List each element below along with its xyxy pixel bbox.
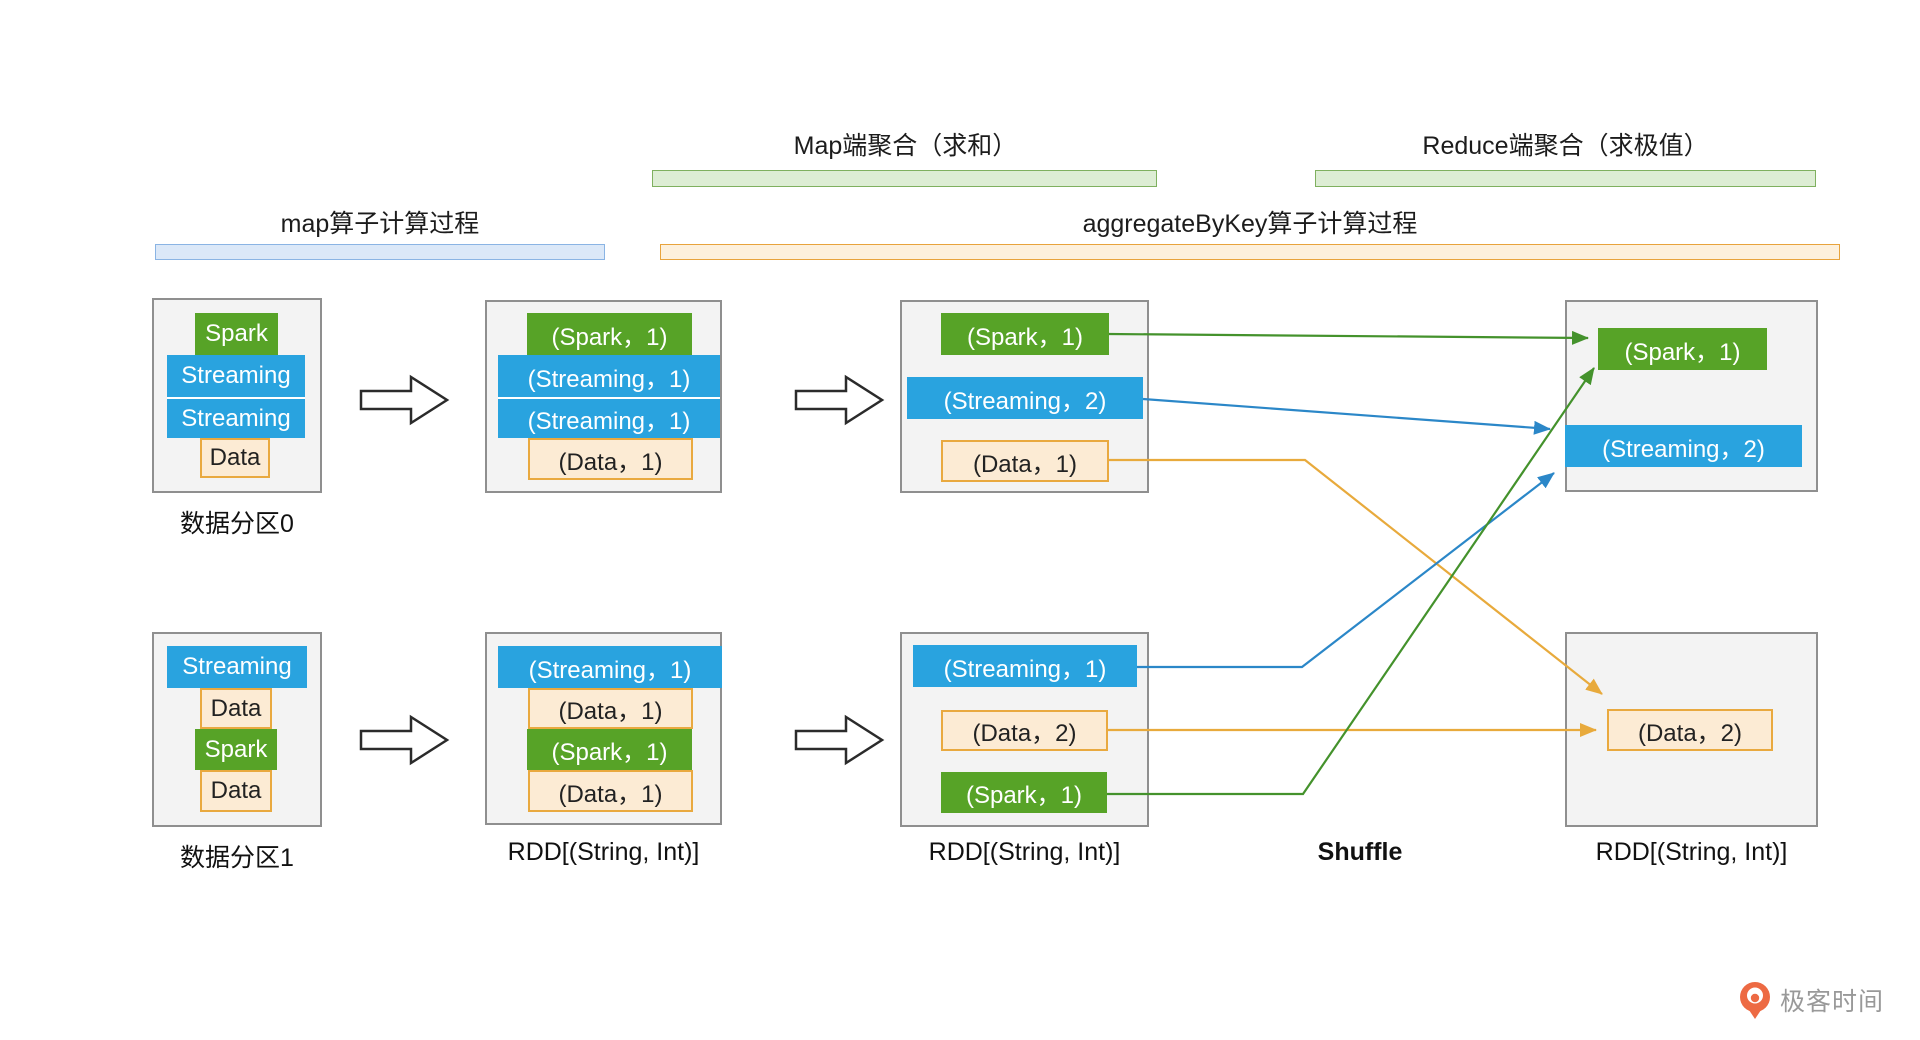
chip-data-1: (Data，1) <box>941 440 1109 482</box>
chip-data-1: (Data，1) <box>528 438 693 480</box>
rdd-label-agg: RDD[(String, Int)] <box>928 838 1121 866</box>
shuffle-connector-streaming-top <box>1142 397 1551 435</box>
flow-arrow-icon <box>794 374 885 426</box>
partition1-label: 数据分区1 <box>180 844 294 872</box>
shuffle-connector-spark-top <box>1108 330 1589 345</box>
chip-spark-1: (Spark，1) <box>1598 328 1767 370</box>
chip-streaming-1: (Streaming，1) <box>498 355 720 397</box>
section-bar-reduce-aggregation <box>1315 170 1816 187</box>
chip-data: Data <box>200 770 272 812</box>
geektime-brand: 极客时间 <box>1738 980 1884 1020</box>
rdd-label-map: RDD[(String, Int)] <box>507 838 700 866</box>
chip-data: Data <box>200 688 272 729</box>
shuffle-connector-spark-bottom <box>1107 367 1595 796</box>
chip-spark-1: (Spark，1) <box>527 313 692 355</box>
title-map-operator: map算子计算过程 <box>280 210 480 238</box>
flow-arrow-icon <box>359 374 450 426</box>
chip-data: Data <box>200 438 270 478</box>
chip-data-2: (Data，2) <box>1607 709 1773 751</box>
chip-streaming-1: (Streaming，1) <box>913 645 1137 687</box>
rdd-label-reduce: RDD[(String, Int)] <box>1595 838 1788 866</box>
flow-arrow-icon <box>794 714 885 766</box>
chip-data-2: (Data，2) <box>941 710 1108 751</box>
partition0-label: 数据分区0 <box>180 510 294 538</box>
shuffle-connector-streaming-bottom <box>1137 472 1555 669</box>
section-bar-map-operator <box>155 244 605 260</box>
title-reduce-side-aggregation: Reduce端聚合（求极值） <box>1422 132 1709 160</box>
chip-spark-1: (Spark，1) <box>941 313 1109 355</box>
geektime-logo-icon <box>1740 982 1770 1019</box>
chip-data-1: (Data，1) <box>528 688 693 729</box>
chip-streaming-1: (Streaming，1) <box>498 397 720 438</box>
chip-streaming-2: (Streaming，2) <box>907 377 1143 419</box>
chip-streaming-2: (Streaming，2) <box>1565 425 1802 467</box>
chip-streaming: Streaming <box>167 397 305 438</box>
chip-spark-1: (Spark，1) <box>941 772 1107 813</box>
shuffle-connector-data-top <box>1109 458 1603 695</box>
chip-spark: Spark <box>195 729 277 770</box>
flow-arrow-icon <box>359 714 450 766</box>
shuffle-label: Shuffle <box>1317 838 1403 866</box>
title-map-side-aggregation: Map端聚合（求和） <box>793 132 1018 160</box>
chip-data-1: (Data，1) <box>528 770 693 812</box>
chip-streaming-1: (Streaming，1) <box>498 646 722 688</box>
title-aggregatebykey-operator: aggregateByKey算子计算过程 <box>1082 210 1418 238</box>
section-bar-aggregatebykey-operator <box>660 244 1840 260</box>
geektime-brand-text: 极客时间 <box>1780 988 1885 1016</box>
chip-spark: Spark <box>195 313 278 355</box>
chip-spark-1: (Spark，1) <box>527 729 692 770</box>
chip-streaming: Streaming <box>167 646 307 688</box>
chip-streaming: Streaming <box>167 355 305 397</box>
section-bar-map-aggregation <box>652 170 1157 187</box>
